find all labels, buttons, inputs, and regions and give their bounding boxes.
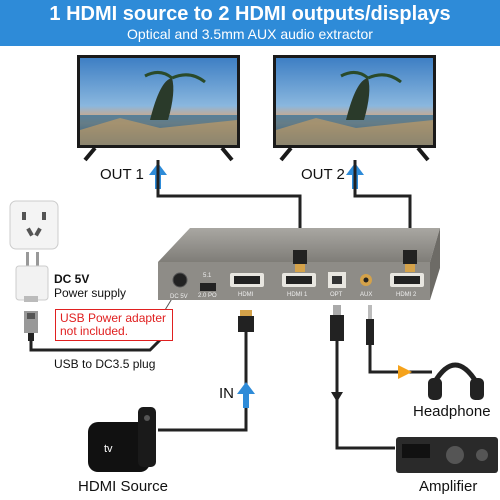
hdmi-source-icon: tv bbox=[88, 407, 156, 472]
out2-label: OUT 2 bbox=[301, 166, 345, 183]
dc-5v-label: DC 5V bbox=[54, 272, 90, 286]
tv-2 bbox=[273, 55, 436, 162]
cable-in bbox=[158, 332, 248, 432]
power-supply-label: Power supply bbox=[54, 286, 127, 300]
headphone-icon bbox=[428, 362, 484, 400]
aux-plug bbox=[366, 305, 374, 345]
usb-plug-icon bbox=[24, 311, 38, 341]
port-dc-label: DC 5V bbox=[170, 294, 188, 300]
hdmi-plug-in bbox=[238, 310, 254, 332]
switch-bottom-label: 2.0 PO bbox=[198, 293, 217, 299]
port-hdmi1-label: HDMI 1 bbox=[287, 292, 308, 298]
amplifier-icon bbox=[396, 437, 498, 473]
port-hdmi-in-label: HDMI bbox=[238, 292, 254, 298]
hdmi-plug-out1 bbox=[293, 250, 307, 272]
out1-label: OUT 1 bbox=[100, 166, 144, 183]
cable-optical bbox=[335, 341, 395, 450]
optical-arrow bbox=[331, 392, 343, 402]
banner-title: 1 HDMI source to 2 HDMI outputs/displays bbox=[49, 3, 451, 25]
port-hdmi2-label: HDMI 2 bbox=[396, 292, 417, 298]
switch-top-label: 5.1 bbox=[203, 273, 212, 279]
hdmi-plug-out2 bbox=[403, 250, 417, 272]
in-arrow bbox=[237, 382, 255, 408]
optical-plug bbox=[330, 305, 344, 341]
svg-text:tv: tv bbox=[104, 443, 113, 455]
usb-power-adapter-icon bbox=[15, 252, 49, 302]
title-banner: 1 HDMI source to 2 HDMI outputs/displays… bbox=[0, 0, 500, 46]
wall-socket-icon bbox=[9, 200, 59, 250]
usb-dc-cable-label: USB to DC3.5 plug bbox=[54, 357, 156, 371]
port-aux-label: AUX bbox=[360, 292, 373, 298]
cable-out1 bbox=[156, 160, 302, 250]
usb-dc-cable bbox=[29, 336, 164, 352]
aux-arrow bbox=[398, 365, 412, 379]
usb-adapter-warning: USB Power adapter not included. bbox=[55, 309, 173, 341]
amplifier-label: Amplifier bbox=[419, 478, 478, 495]
headphone-label: Headphone bbox=[413, 403, 491, 420]
port-opt-label: OPT bbox=[330, 292, 343, 298]
banner-subtitle: Optical and 3.5mm AUX audio extractor bbox=[127, 26, 373, 42]
in-label: IN bbox=[219, 385, 234, 402]
cable-out2 bbox=[353, 160, 412, 250]
tv-1 bbox=[77, 55, 240, 162]
hdmi-source-label: HDMI Source bbox=[78, 478, 169, 495]
splitter-device bbox=[158, 228, 440, 300]
